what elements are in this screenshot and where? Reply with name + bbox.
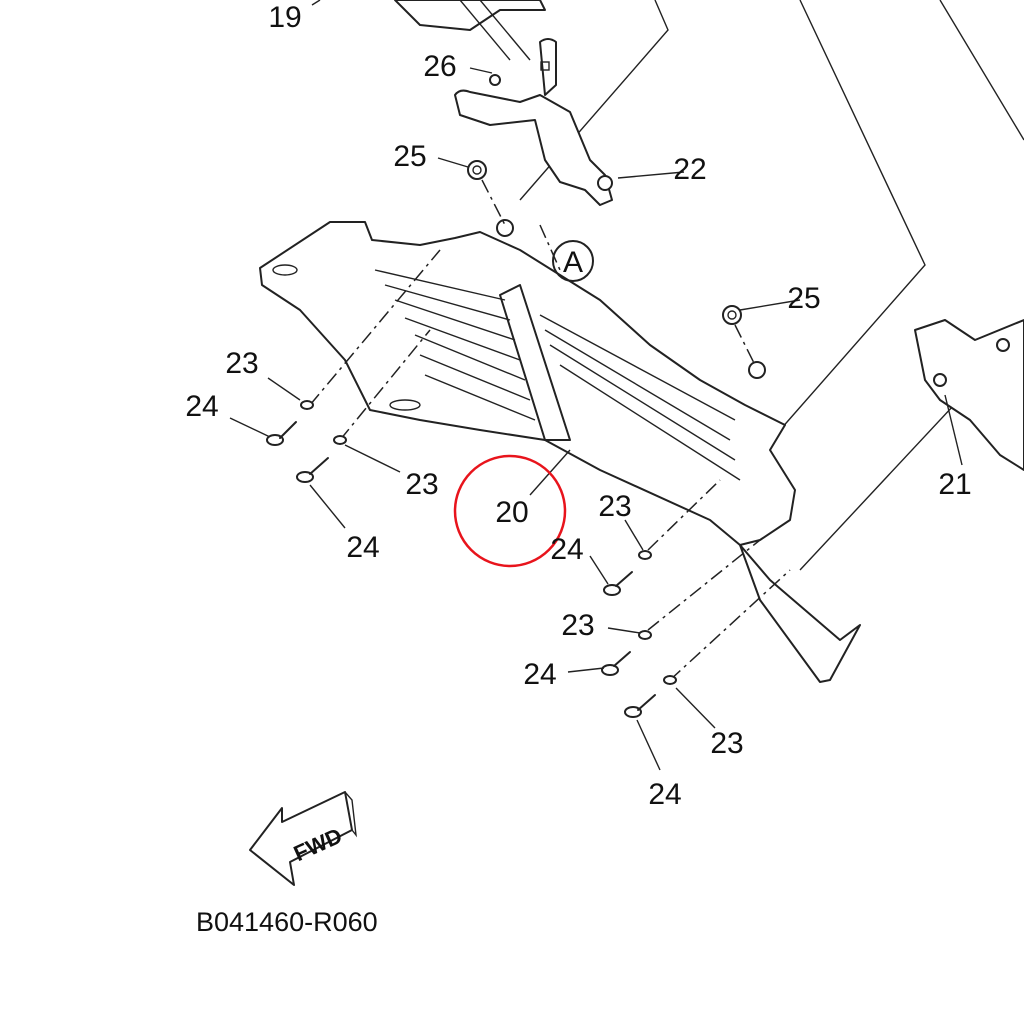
callout-23: 23 [405,468,438,501]
highlight-circle [453,454,567,568]
washer-part-23 [638,630,652,640]
callout-23: 23 [710,727,743,760]
callout-24: 24 [346,531,379,564]
cover-fins [374,269,741,481]
nut-part-25 [467,160,742,325]
fasteners [266,400,677,718]
forward-arrow: FWD [249,791,357,886]
callout-24: 24 [550,533,583,566]
cover-part-20 [259,219,861,683]
washer-part-23 [638,550,652,560]
screw-part-24 [603,571,633,596]
callout-24: 24 [523,658,556,691]
callout-24: 24 [185,390,218,423]
bracket-part-21 [914,319,1024,471]
callout-25: 25 [787,282,820,315]
view-marker-a: A [552,240,594,282]
stay-part-22 [454,38,613,206]
assembly-lines [309,179,791,681]
callout-21: 21 [938,468,971,501]
callout-26: 26 [423,50,456,83]
callout-24: 24 [648,778,681,811]
callout-20: 20 [495,496,528,529]
screw-part-24 [266,421,297,446]
callout-23: 23 [225,347,258,380]
screw-part-24 [601,651,631,676]
washer-part-23 [333,435,347,445]
diagram-code: B041460-R060 [196,907,378,937]
callout-19: 19 [268,1,301,34]
washer-part-23 [663,675,677,685]
callout-23: 23 [561,609,594,642]
highlighted-part-callout: 20 [453,454,567,568]
screw-part-24 [624,694,656,718]
bracket-part-19 [394,0,546,61]
callout-22: 22 [673,153,706,186]
callout-23: 23 [598,490,631,523]
screw-part-24 [296,457,329,483]
view-marker-label: A [563,246,583,279]
callout-25: 25 [393,140,426,173]
washer-part-23 [300,400,314,410]
